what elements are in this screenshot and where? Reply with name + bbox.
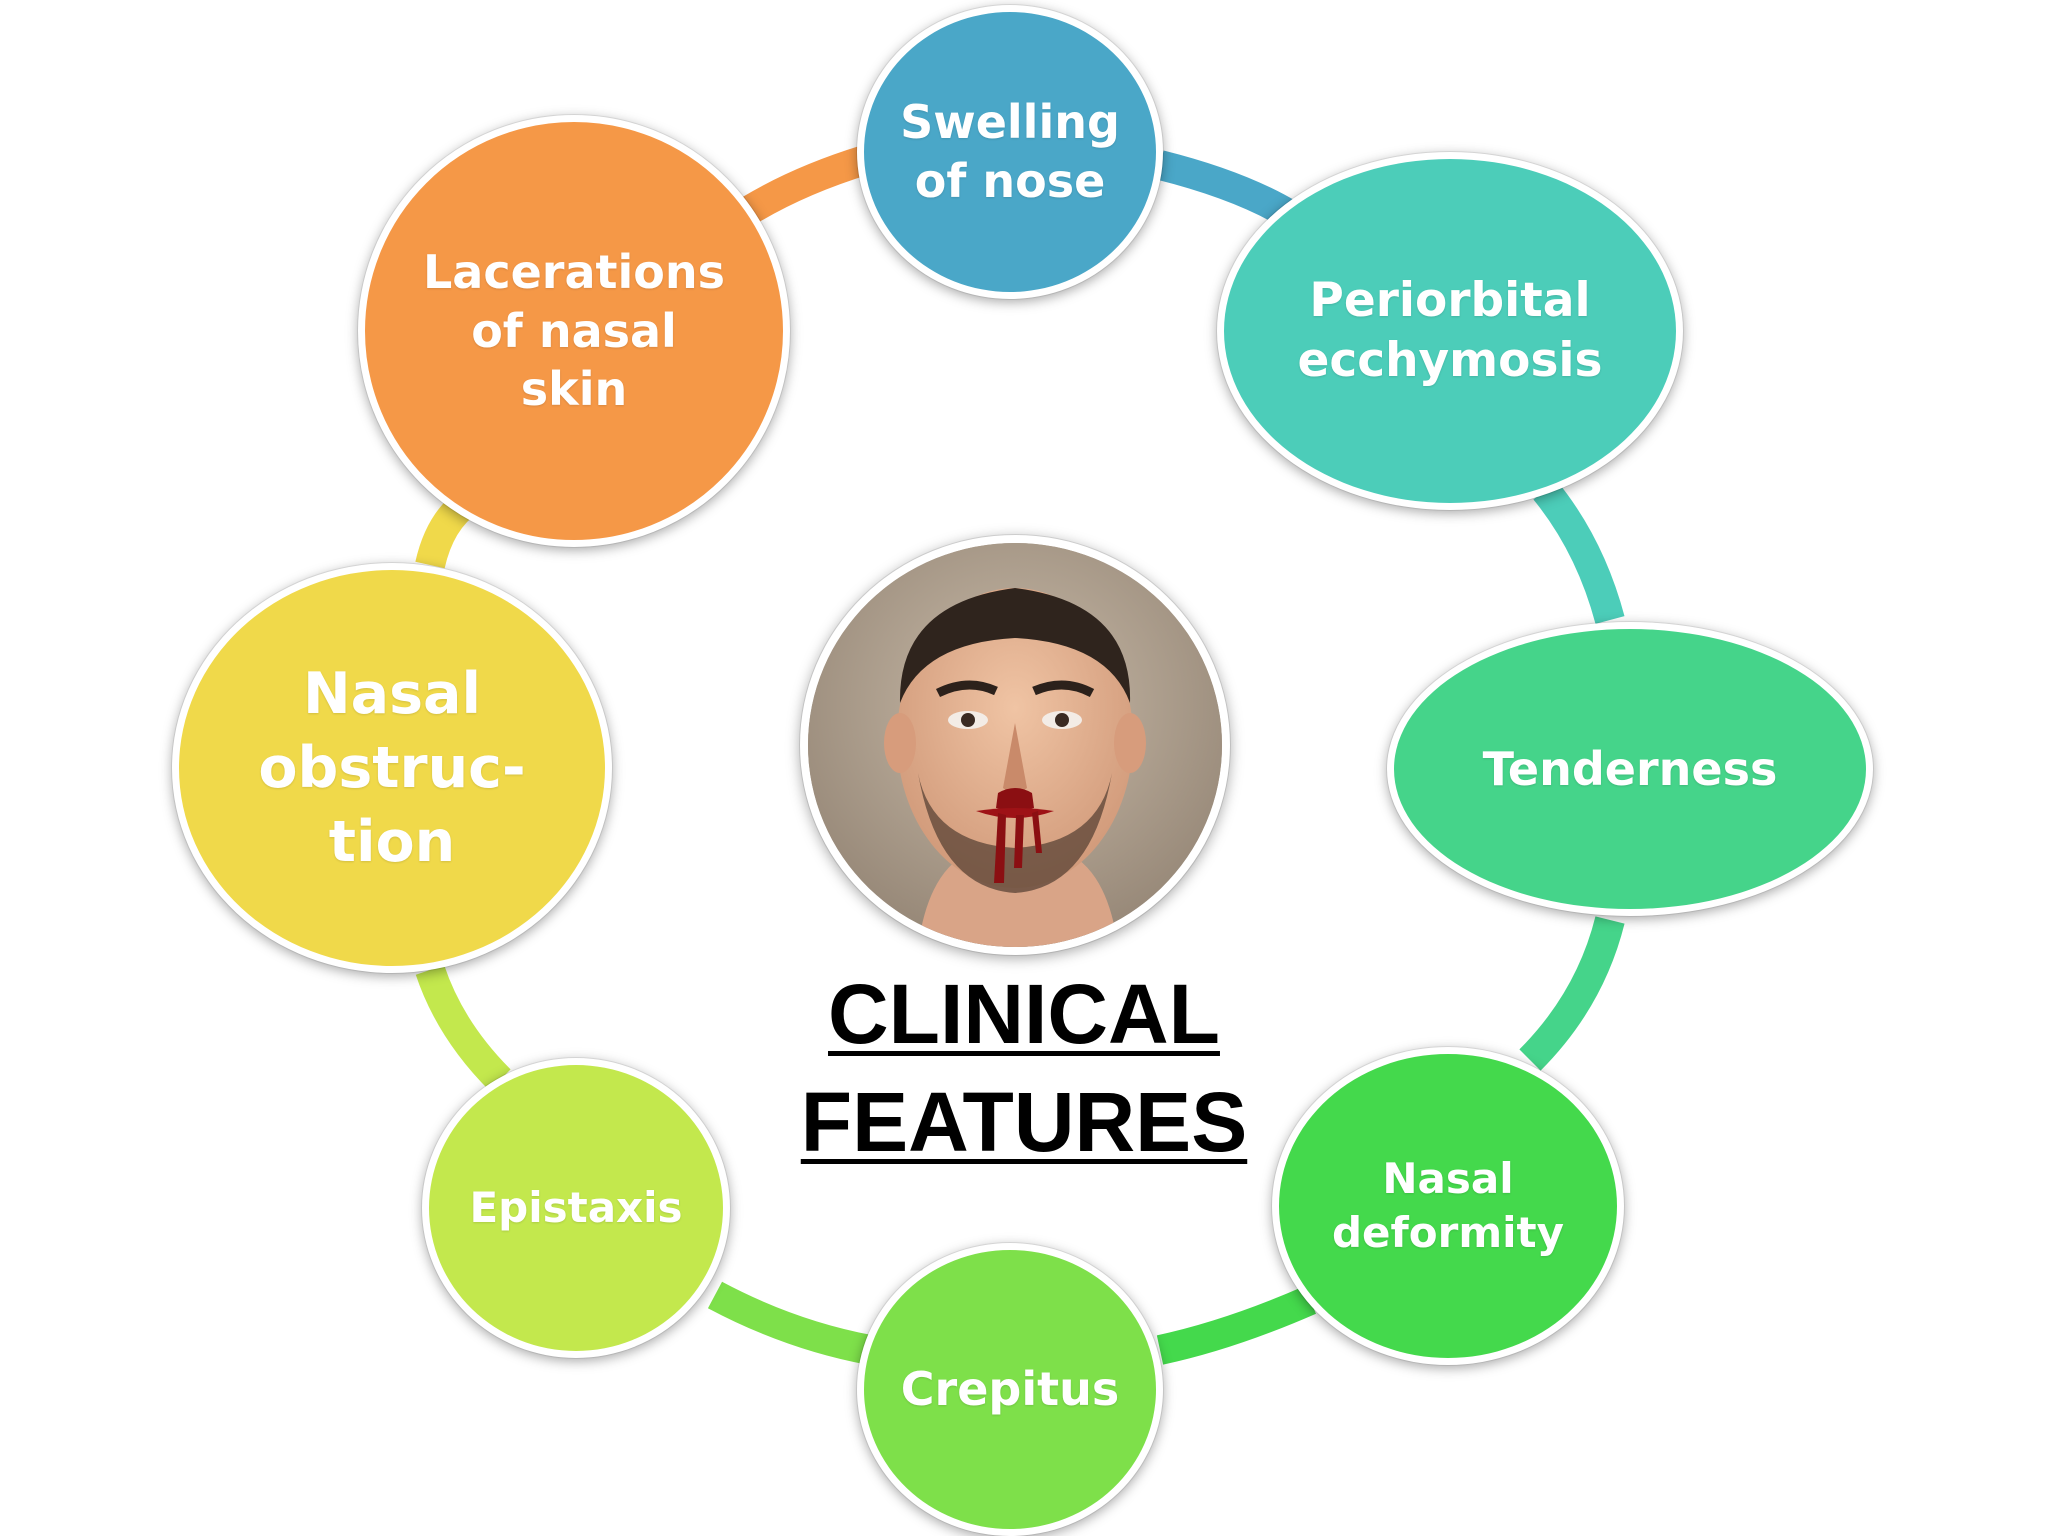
label-lacerations-of-nasal-skin: Lacerations of nasal skin: [422, 244, 726, 417]
ring-segment-epistaxis-obstruction: [415, 965, 511, 1091]
label-nasal-obstruction: Nasal obstruc- tion: [258, 660, 526, 876]
title-line-1: CLINICAL: [828, 967, 1220, 1061]
node-periorbital-ecchymosis: Periorbital ecchymosis: [1217, 152, 1683, 510]
ring-segment-swelling-periorbital: [1156, 150, 1298, 228]
node-lacerations-of-nasal-skin: Lacerations of nasal skin: [358, 115, 790, 547]
label-nasal-deformity: Nasal deformity: [1331, 1154, 1564, 1257]
node-epistaxis: Epistaxis: [422, 1058, 730, 1358]
ring-segment-lacerations-swelling: [742, 145, 870, 223]
label-periorbital-ecchymosis: Periorbital ecchymosis: [1297, 272, 1603, 388]
center-photo: [800, 535, 1230, 955]
ring-segment-crepitus-epistaxis: [707, 1281, 873, 1365]
label-swelling-of-nose: Swelling of nose: [900, 95, 1120, 208]
node-nasal-obstruction: Nasal obstruc- tion: [172, 563, 612, 973]
ring-segment-periorbital-tenderness: [1533, 480, 1625, 624]
node-tenderness: Tenderness: [1387, 622, 1873, 916]
node-crepitus: Crepitus: [857, 1243, 1163, 1536]
ring-segment-tenderness-deformity: [1519, 916, 1625, 1071]
label-epistaxis: Epistaxis: [469, 1183, 683, 1233]
node-swelling-of-nose: Swelling of nose: [857, 5, 1163, 299]
node-nasal-deformity: Nasal deformity: [1272, 1047, 1624, 1365]
label-crepitus: Crepitus: [900, 1362, 1120, 1417]
ring-segment-deformity-crepitus: [1156, 1286, 1317, 1365]
face-with-nosebleed-image: [808, 543, 1222, 947]
diagram-title: CLINICAL FEATURES: [724, 960, 1324, 1176]
label-tenderness: Tenderness: [1482, 741, 1778, 796]
title-line-2: FEATURES: [800, 1075, 1248, 1169]
